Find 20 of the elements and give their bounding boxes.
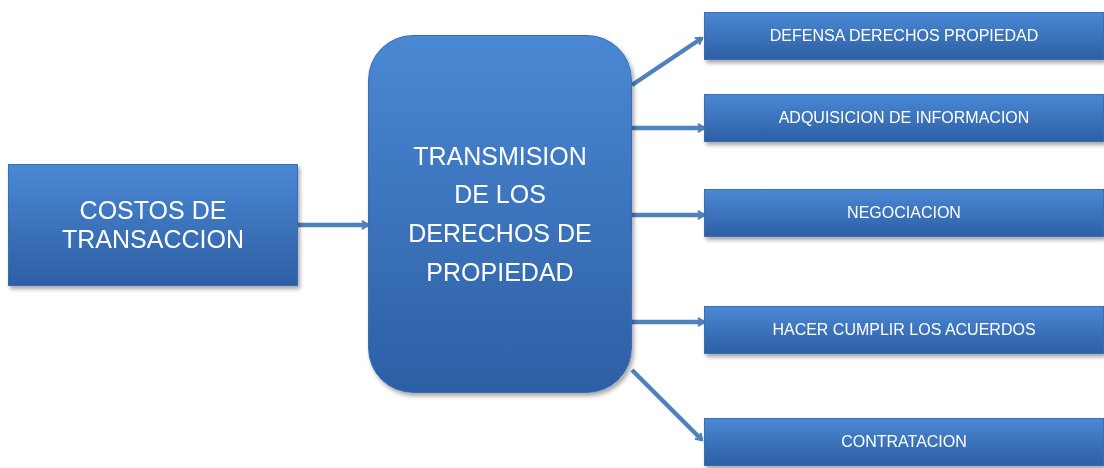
node-label: TRANSMISION DE LOS DERECHOS DE PROPIEDAD	[407, 140, 593, 288]
arrow	[632, 209, 706, 221]
process-box	[368, 35, 632, 393]
category-box	[704, 189, 1104, 237]
arrow	[298, 219, 370, 231]
category-box	[704, 306, 1104, 354]
cost-box	[8, 164, 298, 286]
node-label: DEFENSA DERECHOS PROPIEDAD	[769, 27, 1039, 45]
node-label: NEGOCIACION	[847, 204, 961, 222]
category-box	[704, 418, 1104, 466]
node-label: COSTOS DE TRANSACCION	[61, 196, 245, 254]
category-box	[704, 94, 1104, 142]
arrow	[630, 368, 704, 442]
category-box	[704, 12, 1104, 60]
node-label: HACER CUMPLIR LOS ACUERDOS	[772, 321, 1036, 339]
arrow	[630, 36, 704, 87]
arrow	[632, 122, 706, 134]
arrow	[632, 316, 706, 328]
node-label: ADQUISICION DE INFORMACION	[778, 109, 1030, 127]
node-label: CONTRATACION	[841, 433, 967, 451]
